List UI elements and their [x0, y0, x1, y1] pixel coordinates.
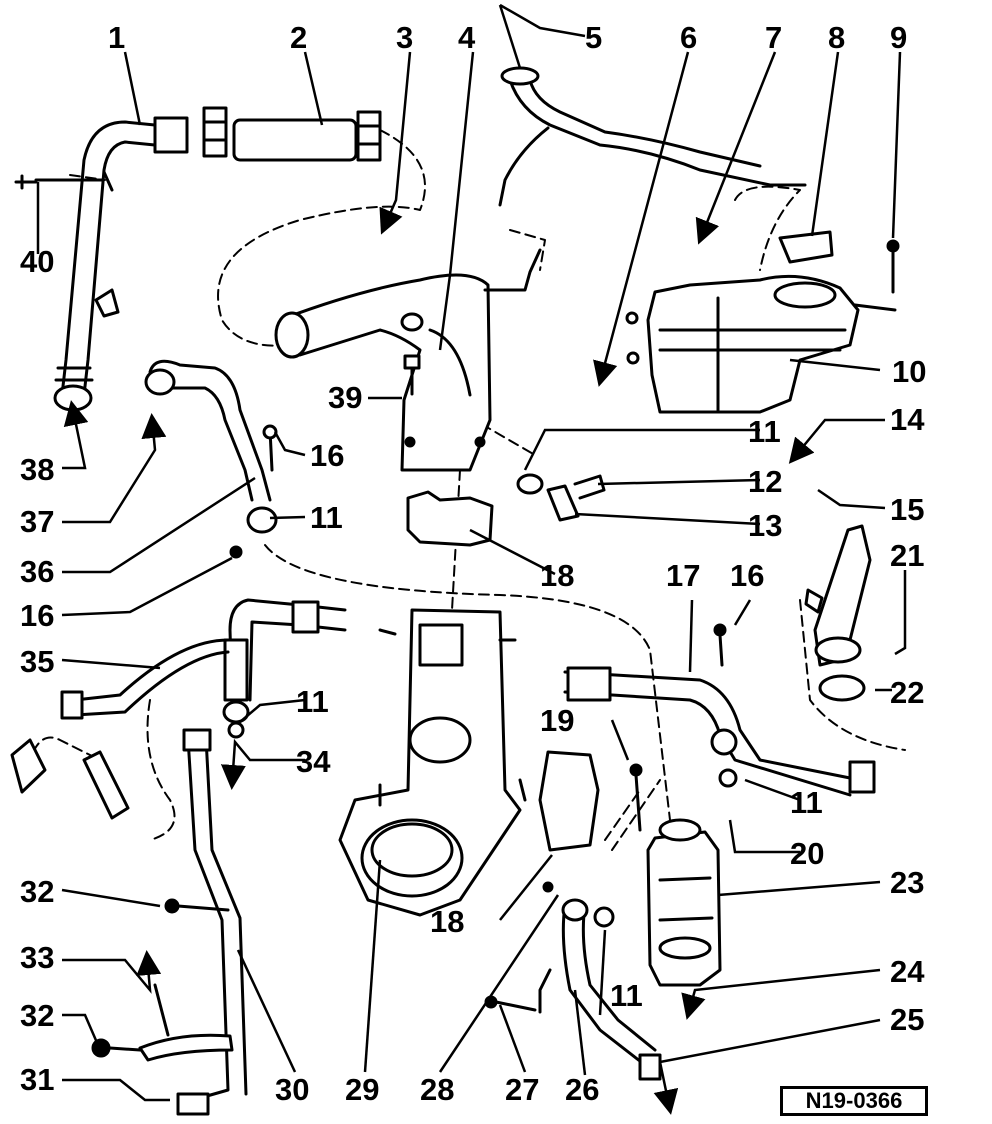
callout-34: 34 — [296, 744, 331, 779]
callout-2: 2 — [290, 20, 307, 55]
callout-8: 8 — [828, 20, 845, 55]
callout-37: 37 — [20, 504, 54, 539]
small-bolts-and-o-rings — [91, 424, 738, 1058]
callout-17: 17 — [666, 558, 700, 593]
coolant-pipe-upper-left — [53, 116, 189, 412]
leader-lines — [36, 3, 907, 1115]
callout-16-left: 16 — [20, 598, 54, 633]
callout-30: 30 — [275, 1072, 309, 1107]
coolant-flange-housing-4 — [274, 248, 542, 472]
bracket-33 — [138, 983, 234, 1062]
callout-18-upper: 18 — [540, 558, 574, 593]
breather-pipe-5 — [498, 66, 807, 207]
bolt-39 — [403, 354, 421, 396]
callout-40: 40 — [20, 244, 54, 279]
callout-5: 5 — [585, 20, 602, 55]
callout-31: 31 — [20, 1062, 54, 1097]
expansion-tank-10 — [625, 274, 897, 414]
callout-11-tank: 11 — [748, 414, 781, 449]
callout-13: 13 — [748, 508, 782, 543]
callout-24: 24 — [890, 954, 925, 989]
callout-6: 6 — [680, 20, 697, 55]
hose-36 — [144, 359, 278, 534]
callout-21: 21 — [890, 538, 924, 573]
routing-dashed-lines — [29, 129, 906, 851]
coolant-pipe-35 — [60, 598, 347, 724]
coolant-pipe-17 — [563, 666, 876, 797]
callout-29: 29 — [345, 1072, 379, 1107]
callout-32-lower: 32 — [20, 998, 54, 1033]
callout-16-mid: 16 — [310, 438, 344, 473]
gasket-18-lower — [538, 750, 600, 852]
sender-21-22 — [804, 524, 872, 702]
tank-cap-8 — [778, 230, 834, 264]
callout-25: 25 — [890, 1002, 924, 1037]
callout-27: 27 — [505, 1072, 539, 1107]
callout-12: 12 — [748, 464, 782, 499]
callout-38: 38 — [20, 452, 54, 487]
callout-11-mid: 11 — [310, 500, 343, 535]
thermostat-housing-29 — [338, 608, 527, 917]
callout-28: 28 — [420, 1072, 454, 1107]
callout-22: 22 — [890, 675, 924, 710]
callout-26: 26 — [565, 1072, 599, 1107]
gasket-18-upper — [406, 490, 494, 547]
thermostat-23 — [646, 818, 722, 987]
temperature-sender-12-13 — [516, 473, 606, 522]
callout-1: 1 — [108, 20, 125, 55]
callout-19: 19 — [540, 703, 574, 738]
callout-3: 3 — [396, 20, 413, 55]
hose-pieces-left — [10, 738, 130, 820]
callout-20: 20 — [790, 836, 824, 871]
callout-39: 39 — [328, 380, 362, 415]
callout-11-pipe: 11 — [790, 785, 823, 820]
callout-18-lower: 18 — [430, 904, 464, 939]
figure-reference-code: N19-0366 — [780, 1086, 928, 1116]
hose-26 — [538, 898, 662, 1081]
callout-11-lower: 11 — [610, 978, 643, 1013]
callout-4: 4 — [458, 20, 476, 55]
coolant-pipe-30 — [176, 728, 248, 1116]
callout-11-left: 11 — [296, 684, 329, 719]
callout-32-upper: 32 — [20, 874, 54, 909]
hose-2 — [202, 106, 382, 162]
callout-35: 35 — [20, 644, 54, 679]
callout-15: 15 — [890, 492, 924, 527]
callout-16-right: 16 — [730, 558, 764, 593]
callout-labels: 1 2 3 4 5 6 7 8 9 10 11 12 13 14 15 21 2… — [20, 20, 926, 1107]
callout-33: 33 — [20, 940, 54, 975]
callout-36: 36 — [20, 554, 54, 589]
callout-23: 23 — [890, 865, 924, 900]
bolt-40 — [14, 170, 114, 192]
callout-9: 9 — [890, 20, 907, 55]
callout-14: 14 — [890, 402, 925, 437]
callout-7: 7 — [765, 20, 782, 55]
bolt-9 — [886, 239, 900, 294]
callout-10: 10 — [892, 354, 926, 389]
